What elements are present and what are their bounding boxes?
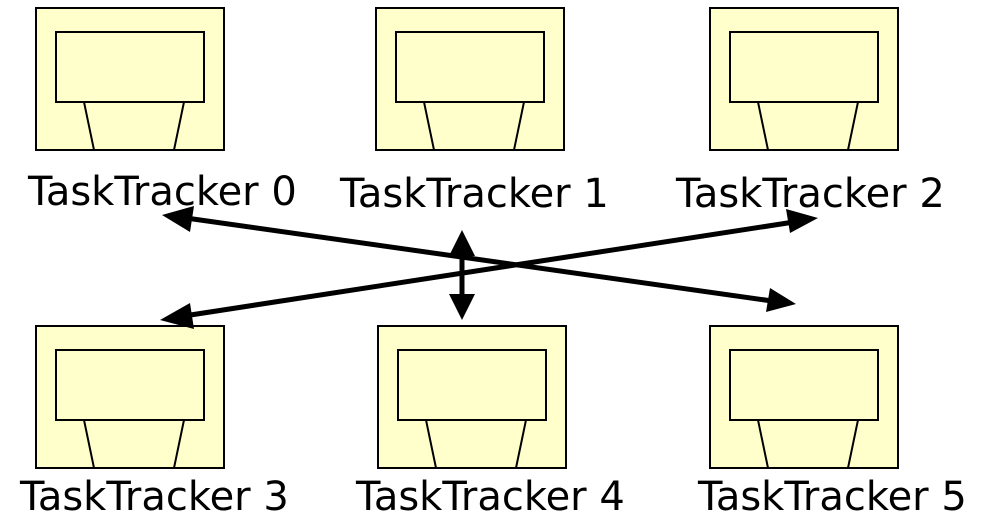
connector-tt1-tt4: [449, 230, 475, 320]
computer-icon: [709, 325, 899, 469]
computer-icon: [35, 7, 225, 151]
computer-icon: [709, 7, 899, 151]
computer-icon: [375, 7, 565, 151]
node-label-tt1: TaskTracker 1: [339, 171, 609, 217]
node-label-tt2: TaskTracker 2: [675, 171, 945, 217]
node-label-tt3: TaskTracker 3: [19, 474, 289, 520]
connector-tt2-tt3: [160, 209, 818, 329]
computer-icon: [35, 325, 225, 469]
node-label-tt0: TaskTracker 0: [27, 169, 297, 215]
computer-icon: [377, 325, 567, 469]
connector-tt0-tt5: [162, 206, 796, 312]
node-label-tt4: TaskTracker 4: [355, 474, 625, 520]
node-label-tt5: TaskTracker 5: [697, 474, 967, 520]
